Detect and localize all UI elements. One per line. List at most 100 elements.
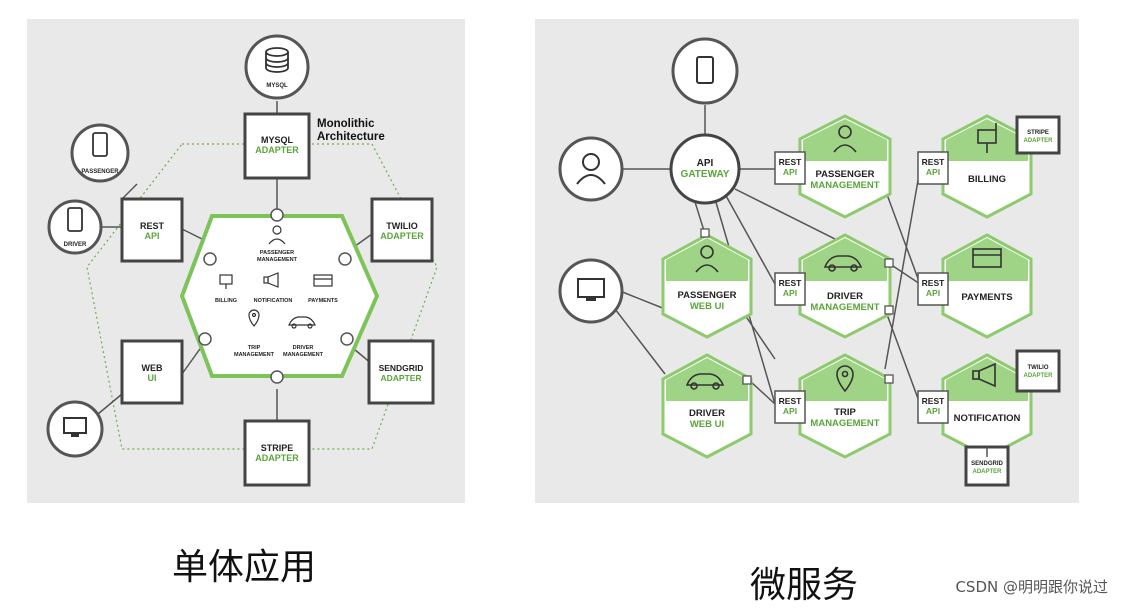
svg-text:DRIVER: DRIVER xyxy=(64,242,87,248)
dotted-hex-outline xyxy=(86,143,438,450)
billing-service: BILLING xyxy=(941,114,1033,219)
svg-text:REST: REST xyxy=(140,221,165,231)
api-gateway: API GATEWAY xyxy=(669,133,741,205)
car-icon xyxy=(823,255,863,272)
svg-text:PASSENGER: PASSENGER xyxy=(81,169,119,175)
car-icon xyxy=(685,373,725,390)
credit-card-icon xyxy=(972,248,1002,268)
desktop-client xyxy=(558,258,624,324)
rest-api-payments: REST API xyxy=(917,272,949,306)
svg-text:REST: REST xyxy=(922,157,945,167)
svg-text:WEB: WEB xyxy=(142,363,163,373)
svg-text:API: API xyxy=(783,288,797,298)
svg-text:MANAGEMENT: MANAGEMENT xyxy=(810,302,879,313)
svg-text:API: API xyxy=(926,167,940,177)
monolith-core: PASSENGER MANAGEMENT BILLING NOTIFICATIO… xyxy=(179,208,380,384)
svg-text:UI: UI xyxy=(148,373,157,383)
svg-text:NOTIFICATION: NOTIFICATION xyxy=(954,413,1021,424)
phone-icon xyxy=(67,207,83,232)
mysql-database: MYSQL xyxy=(244,34,310,100)
trip-management-service: TRIP MANAGEMENT xyxy=(798,353,892,459)
svg-text:ADAPTER: ADAPTER xyxy=(255,453,299,463)
svg-text:ADAPTER: ADAPTER xyxy=(972,469,1002,475)
web-ui-box: WEB UI xyxy=(120,339,184,405)
svg-text:MANAGEMENT: MANAGEMENT xyxy=(283,352,324,358)
rest-api-trip: REST API xyxy=(774,390,806,424)
rest-api-passenger: REST API xyxy=(774,151,806,185)
svg-text:REST: REST xyxy=(922,278,945,288)
user-client xyxy=(558,136,624,202)
svg-text:PASSENGER: PASSENGER xyxy=(678,290,737,301)
mysql-label: MYSQL xyxy=(266,83,288,89)
svg-text:PAYMENTS: PAYMENTS xyxy=(308,298,338,304)
svg-text:TRIP: TRIP xyxy=(834,407,856,418)
person-icon xyxy=(576,153,606,185)
person-icon xyxy=(268,225,286,245)
svg-text:TRIP: TRIP xyxy=(248,345,261,351)
svg-text:STRIPE: STRIPE xyxy=(1027,130,1049,136)
svg-text:DRIVER: DRIVER xyxy=(293,345,314,351)
svg-text:API: API xyxy=(783,406,797,416)
svg-text:API: API xyxy=(926,288,940,298)
svg-text:MYSQL: MYSQL xyxy=(261,135,294,145)
svg-text:MANAGEMENT: MANAGEMENT xyxy=(257,257,298,263)
monolith-panel: MYSQL MYSQL ADAPTER Monolithic Architect… xyxy=(27,19,465,503)
svg-text:ADAPTER: ADAPTER xyxy=(255,145,299,155)
microservices-diagram: API GATEWAY PASSENGER MANAGEMENT REST AP… xyxy=(558,37,1061,487)
stripe-adapter-box: STRIPE ADAPTER xyxy=(243,419,311,487)
svg-text:WEB UI: WEB UI xyxy=(690,301,724,312)
phone-icon xyxy=(696,56,714,84)
monolith-title-line1: Monolithic xyxy=(317,118,375,130)
svg-text:ADAPTER: ADAPTER xyxy=(380,373,421,383)
person-icon xyxy=(833,125,857,153)
svg-text:REST: REST xyxy=(779,157,802,167)
svg-text:PASSENGER: PASSENGER xyxy=(816,169,875,180)
svg-text:REST: REST xyxy=(922,396,945,406)
payments-service: PAYMENTS xyxy=(941,233,1033,339)
mailbox-icon xyxy=(977,123,997,153)
twilio-adapter-box: TWILIO ADAPTER xyxy=(1015,349,1061,393)
database-icon xyxy=(265,47,289,73)
svg-text:ADAPTER: ADAPTER xyxy=(1023,373,1053,379)
svg-text:API: API xyxy=(697,158,714,169)
svg-text:PASSENGER: PASSENGER xyxy=(260,250,294,256)
svg-text:BILLING: BILLING xyxy=(215,298,237,304)
passenger-management-service: PASSENGER MANAGEMENT xyxy=(798,114,892,219)
passenger-web-ui-service: PASSENGER WEB UI xyxy=(661,233,753,339)
svg-text:MANAGEMENT: MANAGEMENT xyxy=(810,180,879,191)
svg-text:MANAGEMENT: MANAGEMENT xyxy=(810,418,879,429)
mysql-adapter-box: MYSQL ADAPTER xyxy=(243,112,311,180)
passenger-client: PASSENGER xyxy=(70,123,130,183)
notification-service: NOTIFICATION xyxy=(941,353,1033,459)
sendgrid-adapter-box: SENDGRID ADAPTER xyxy=(367,339,435,405)
svg-text:SENDGRID: SENDGRID xyxy=(971,461,1003,467)
svg-text:NOTIFICATION: NOTIFICATION xyxy=(254,298,293,304)
monitor-icon xyxy=(63,417,87,437)
svg-text:DRIVER: DRIVER xyxy=(689,408,725,419)
microservices-caption: 微服务 xyxy=(750,565,859,606)
svg-text:ADAPTER: ADAPTER xyxy=(380,231,424,241)
desktop-client xyxy=(46,400,104,458)
svg-text:REST: REST xyxy=(779,278,802,288)
svg-text:API: API xyxy=(783,167,797,177)
microservice-connectors xyxy=(614,105,945,405)
megaphone-icon xyxy=(972,362,996,388)
svg-text:REST: REST xyxy=(779,396,802,406)
svg-text:GATEWAY: GATEWAY xyxy=(681,169,730,180)
svg-text:PAYMENTS: PAYMENTS xyxy=(961,292,1012,303)
phone-icon xyxy=(92,132,108,157)
svg-text:SENDGRID: SENDGRID xyxy=(379,363,424,373)
car-icon xyxy=(288,316,316,329)
rest-api-notification: REST API xyxy=(917,390,949,424)
driver-client: DRIVER xyxy=(47,199,103,255)
microservices-panel: API GATEWAY PASSENGER MANAGEMENT REST AP… xyxy=(535,19,1079,503)
svg-text:STRIPE: STRIPE xyxy=(261,443,294,453)
svg-text:DRIVER: DRIVER xyxy=(827,291,863,302)
location-pin-icon xyxy=(836,365,854,393)
svg-text:TWILIO: TWILIO xyxy=(1028,365,1049,371)
svg-text:WEB UI: WEB UI xyxy=(690,419,724,430)
mobile-client xyxy=(671,37,739,105)
rest-api-driver: REST API xyxy=(774,272,806,306)
svg-text:ADAPTER: ADAPTER xyxy=(1023,138,1053,144)
svg-text:API: API xyxy=(144,231,159,241)
